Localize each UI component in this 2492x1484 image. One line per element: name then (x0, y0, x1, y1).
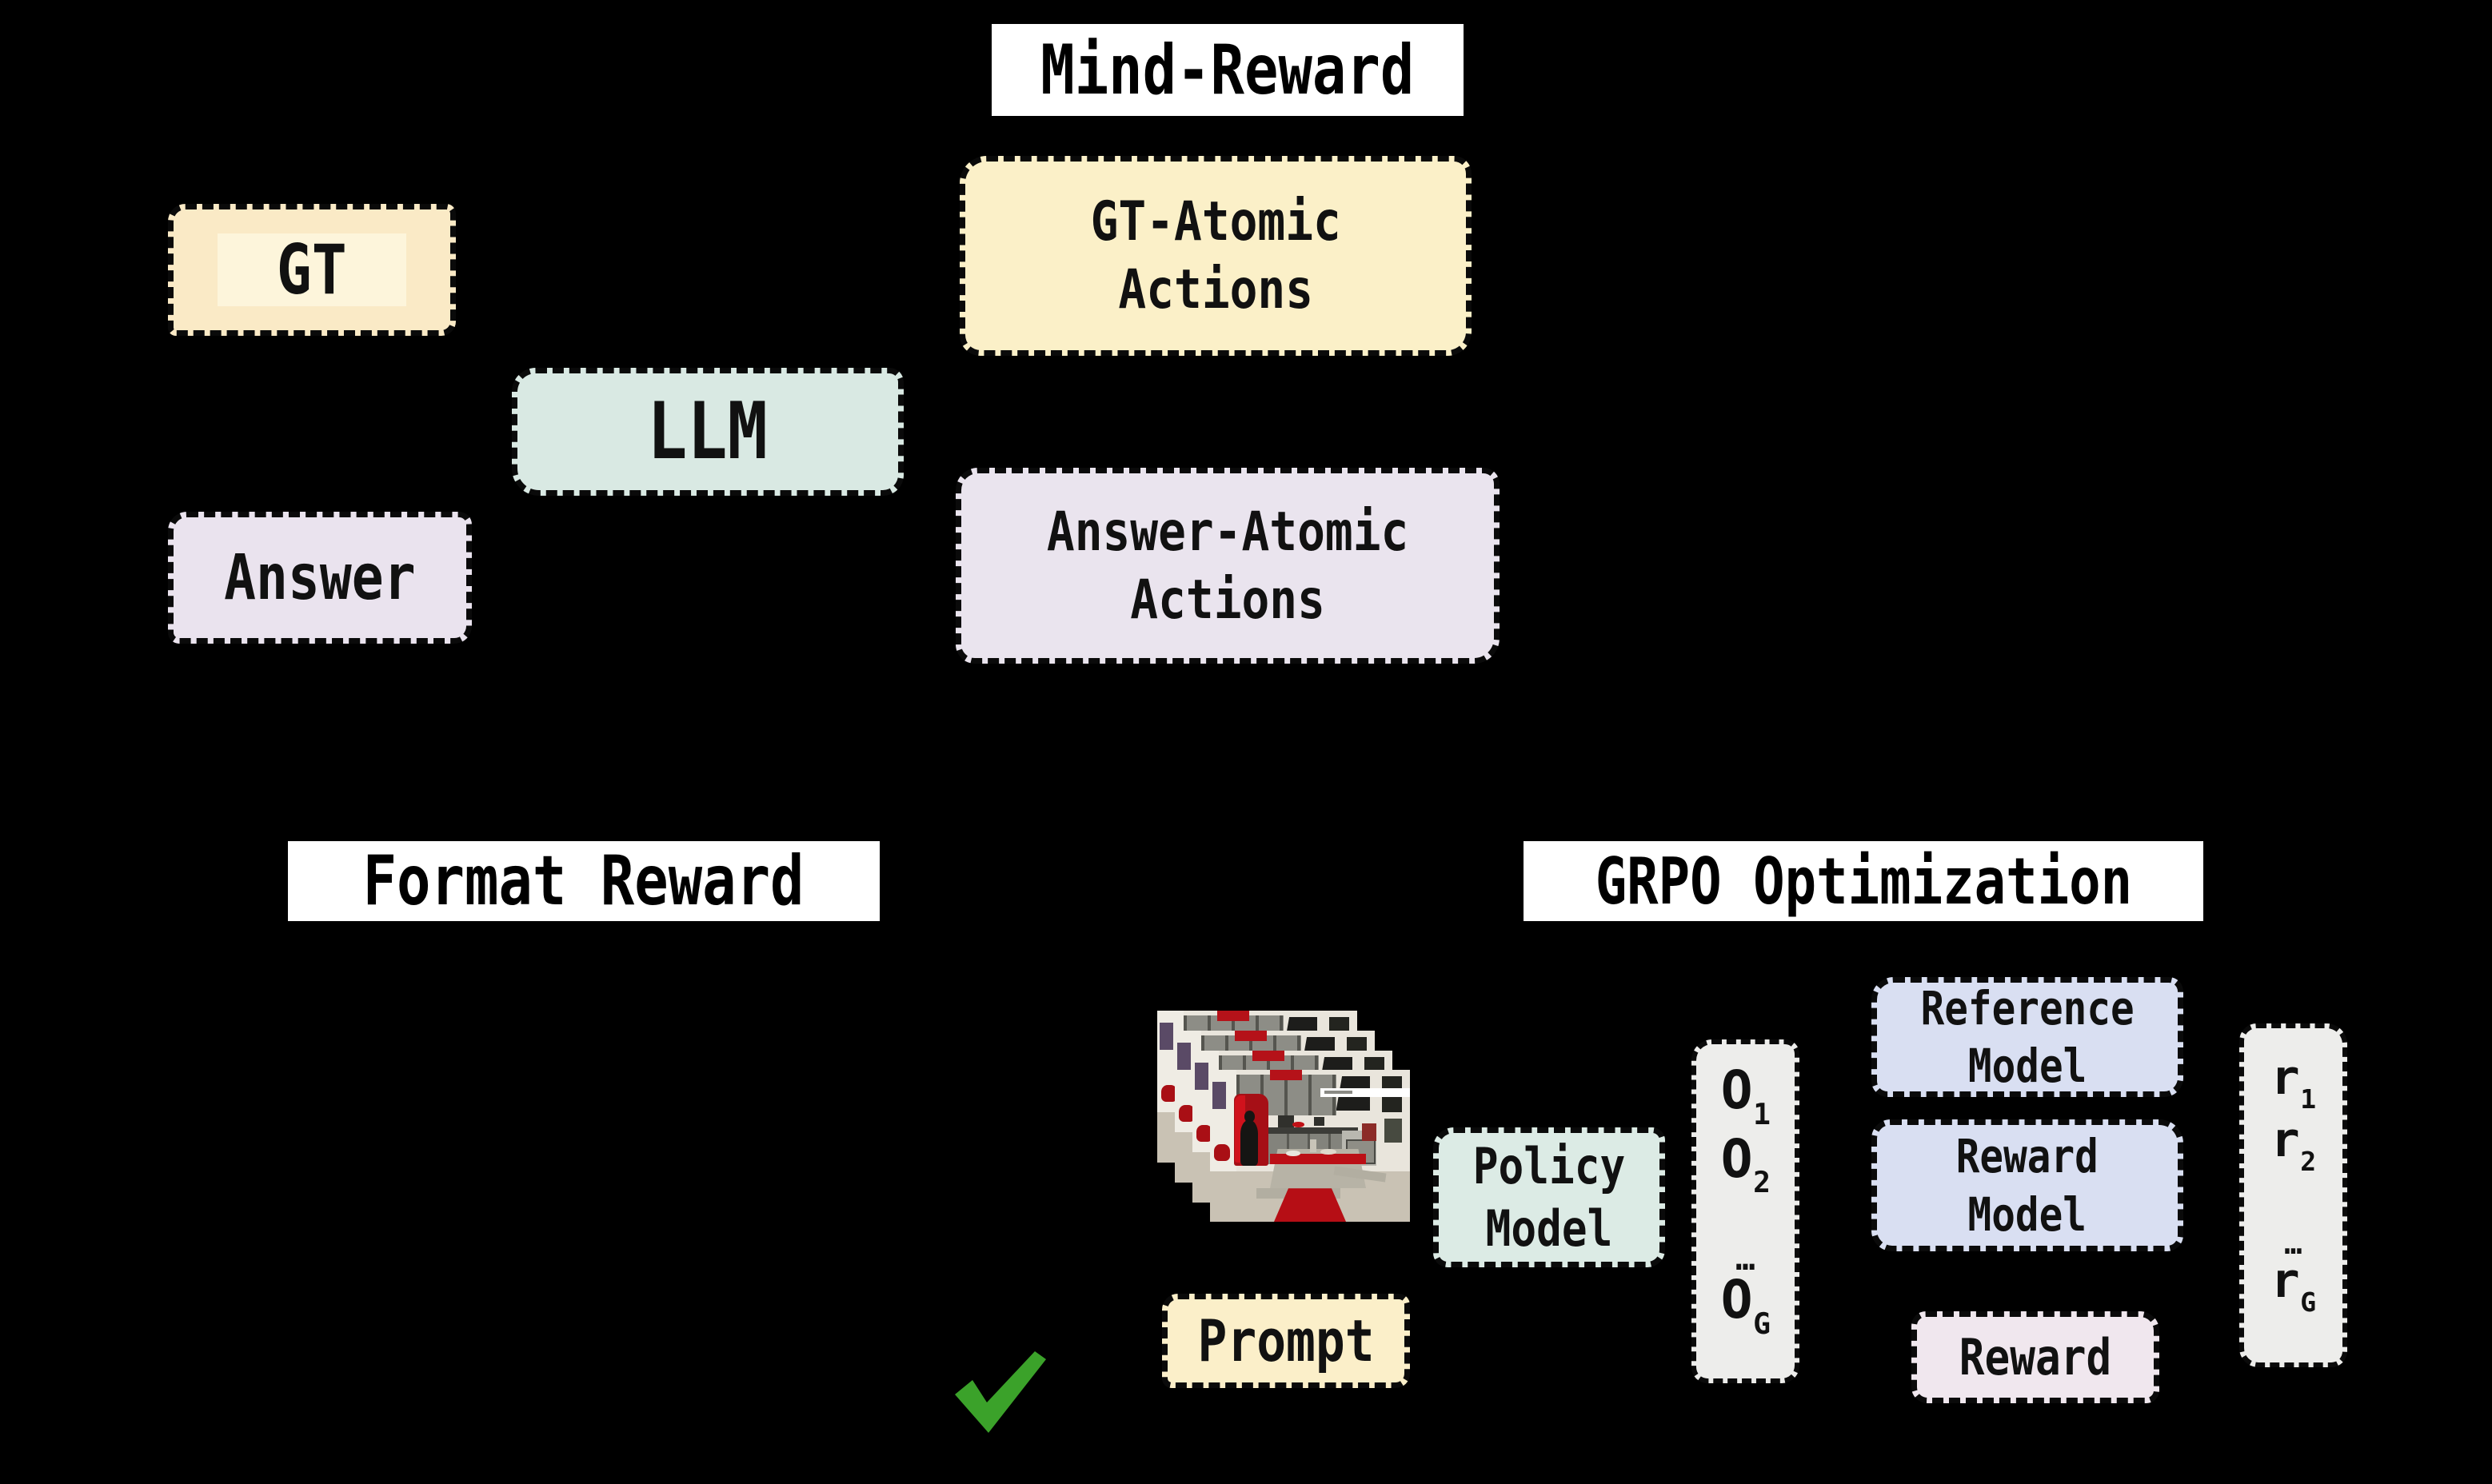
reference-line1: Reference (1920, 980, 2135, 1035)
prompt-label: Prompt (1197, 1307, 1375, 1374)
outputs-ellipsis: … (1735, 1239, 1755, 1278)
gt-atomic-actions-box: GT-Atomic Actions (960, 156, 1472, 356)
gt-label: GT (276, 229, 348, 310)
history-banner (1320, 1087, 1410, 1098)
kitchen-scene-thumbnail-front (1210, 1070, 1410, 1222)
answer-atomic-line2: Actions (1130, 568, 1325, 632)
answer-atomic-actions-box: Answer-Atomic Actions (956, 468, 1500, 664)
reward-r2: r2 (2270, 1111, 2317, 1177)
mind-reward-title: Mind-Reward (992, 24, 1464, 116)
llm-label: LLM (647, 386, 769, 477)
answer-box: Answer (168, 512, 472, 644)
output-og: OG (1720, 1269, 1771, 1341)
reward-model-box: Reward Model (1871, 1119, 2183, 1251)
rewards-ellipsis: … (2284, 1226, 2302, 1262)
outputs-column: O1 O2 … OG (1691, 1039, 1799, 1383)
reward-rg: rG (2270, 1253, 2317, 1318)
reward-box: Reward (1911, 1311, 2159, 1403)
answer-atomic-actions-label: Answer-Atomic Actions (1047, 498, 1408, 634)
policy-line1: Policy (1472, 1137, 1626, 1195)
grpo-optimization-title: GRPO Optimization (1524, 841, 2203, 921)
llm-box: LLM (512, 368, 904, 496)
output-o1: O1 (1720, 1059, 1771, 1131)
reward-model-line1: Reward (1955, 1129, 2099, 1183)
gt-atomic-actions-label: GT-Atomic Actions (1090, 188, 1340, 324)
policy-model-box: Policy Model (1433, 1127, 1665, 1267)
gt-box: GT (168, 204, 456, 336)
reward-label: Reward (1959, 1328, 2112, 1386)
answer-label: Answer (224, 541, 416, 614)
green-checkmark-icon (955, 1351, 1046, 1433)
observation-image-stack (1157, 1011, 1413, 1227)
output-o2: O2 (1720, 1127, 1771, 1200)
mind-reward-title-text: Mind-Reward (1040, 30, 1415, 110)
reference-model-label: Reference Model (1920, 979, 2134, 1095)
grpo-optimization-title-text: GRPO Optimization (1595, 844, 2132, 919)
answer-atomic-line1: Answer-Atomic (1046, 500, 1409, 564)
format-reward-title: Format Reward (288, 841, 880, 921)
reference-line2: Model (1967, 1039, 2087, 1093)
prompt-box: Prompt (1162, 1294, 1410, 1388)
format-reward-title-text: Format Reward (363, 841, 805, 921)
policy-model-label: Policy Model (1473, 1135, 1625, 1259)
gt-atomic-line1: GT-Atomic (1090, 190, 1341, 253)
rewards-column: r1 r2 … rG (2239, 1023, 2347, 1367)
reward-model-label: Reward Model (1956, 1127, 2099, 1243)
reward-model-line2: Model (1967, 1187, 2087, 1242)
policy-line2: Model (1485, 1199, 1613, 1258)
gt-atomic-line2: Actions (1118, 258, 1313, 321)
reference-model-box: Reference Model (1871, 977, 2183, 1097)
reward-r1: r1 (2270, 1050, 2317, 1115)
